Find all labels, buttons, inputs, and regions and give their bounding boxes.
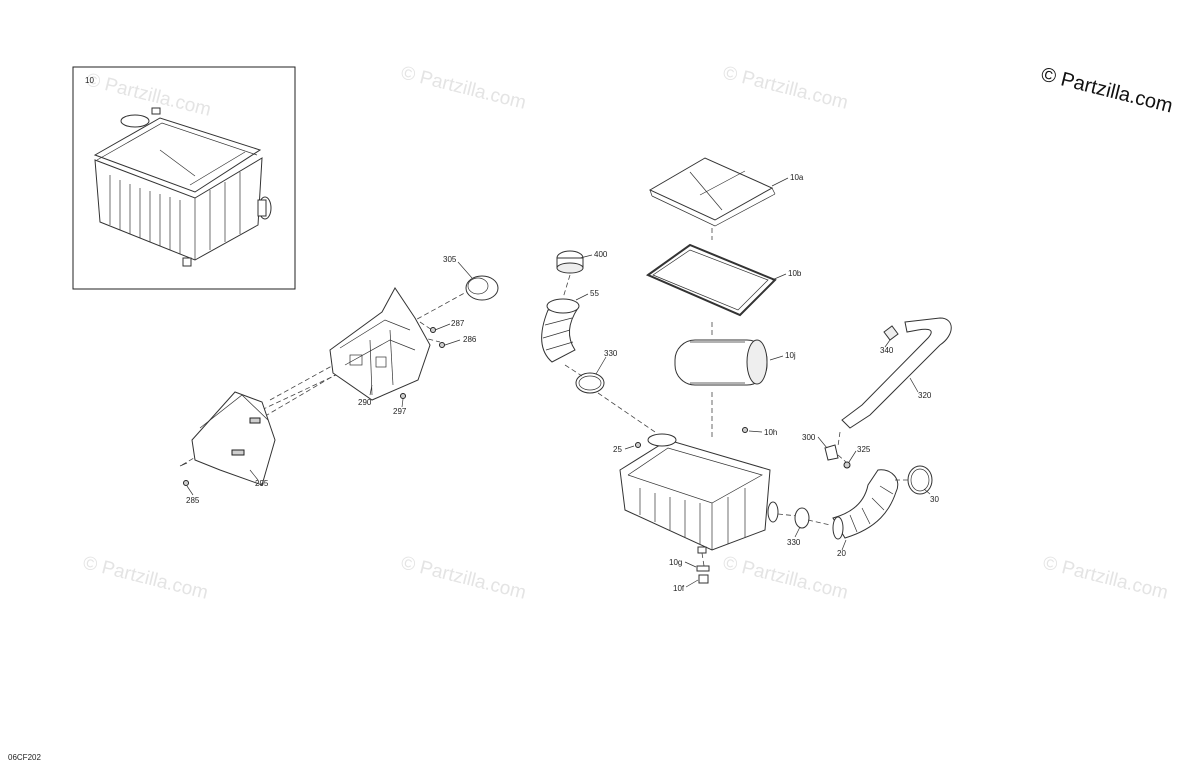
clamp-330-upper (575, 372, 605, 394)
bracket-290 (329, 287, 431, 401)
callout-55: 55 (590, 289, 599, 298)
fitting-325 (843, 461, 851, 469)
callout-330-lower: 330 (787, 538, 801, 547)
fastener-25 (635, 442, 641, 448)
copyright-notice: © Partzilla.com (1039, 64, 1175, 118)
clamp-30 (907, 465, 933, 495)
callout-10h: 10h (764, 428, 777, 437)
inset-assembly: 10 (72, 66, 296, 290)
screw-287 (430, 327, 436, 333)
callout-330-upper: 330 (604, 349, 618, 358)
drain-10g (696, 565, 710, 572)
callout-400: 400 (594, 250, 608, 259)
callout-340: 340 (880, 346, 894, 355)
callout-295: 295 (255, 479, 269, 488)
watermark-4: © Partzilla.com (81, 552, 210, 603)
watermarks: © Partzilla.com © Partzilla.com © Partzi… (81, 62, 1170, 603)
hose-320 (841, 317, 952, 429)
intake-duct-group (541, 250, 656, 433)
airbox-group (619, 157, 799, 584)
cover-295 (191, 391, 276, 486)
inset-frame (72, 66, 296, 290)
callout-10g: 10g (669, 558, 682, 567)
fastener-10h (742, 427, 748, 433)
inset-lid (93, 117, 262, 193)
callout-285: 285 (186, 496, 200, 505)
inset-intake (120, 114, 150, 128)
leader-lines (186, 177, 931, 588)
plug-305 (465, 275, 499, 301)
callout-10j: 10j (785, 351, 796, 360)
callout-labels: 305 287 286 290 297 295 285 400 55 330 1… (186, 173, 939, 593)
screw-286 (439, 342, 445, 348)
watermark-1: © Partzilla.com (84, 69, 213, 120)
watermark-6: © Partzilla.com (721, 552, 850, 603)
watermark-5: © Partzilla.com (399, 552, 528, 603)
callout-325: 325 (857, 445, 871, 454)
inset-label: 10 (85, 76, 94, 85)
callout-305: 305 (443, 255, 457, 264)
airbox-base (619, 439, 771, 551)
callout-10f: 10f (673, 584, 685, 593)
hose-group (794, 317, 952, 540)
clamp-330-lower (794, 507, 810, 529)
drain-10f (698, 574, 709, 584)
callout-10a: 10a (790, 173, 804, 182)
airbox-base-outlet (767, 501, 779, 523)
watermark-2: © Partzilla.com (399, 62, 528, 113)
fitting-300 (824, 444, 839, 461)
gasket-10b (645, 243, 777, 317)
callout-20: 20 (837, 549, 846, 558)
callout-320: 320 (918, 391, 932, 400)
diagram-code: 06CF202 (8, 753, 41, 762)
callout-25: 25 (613, 445, 622, 454)
callout-287: 287 (451, 319, 465, 328)
watermark-7: © Partzilla.com (1041, 552, 1170, 603)
bracket-group (179, 275, 499, 486)
callout-297: 297 (393, 407, 407, 416)
callout-30: 30 (930, 495, 939, 504)
airbox-base-inlet (647, 433, 677, 447)
callout-286: 286 (463, 335, 477, 344)
watermark-3: © Partzilla.com (721, 62, 850, 113)
fitting-340 (883, 325, 899, 341)
screw-285 (183, 480, 189, 486)
callout-10b: 10b (788, 269, 802, 278)
callout-290: 290 (358, 398, 372, 407)
screw-297 (400, 393, 406, 399)
duct-55 (541, 307, 579, 363)
callout-300: 300 (802, 433, 816, 442)
